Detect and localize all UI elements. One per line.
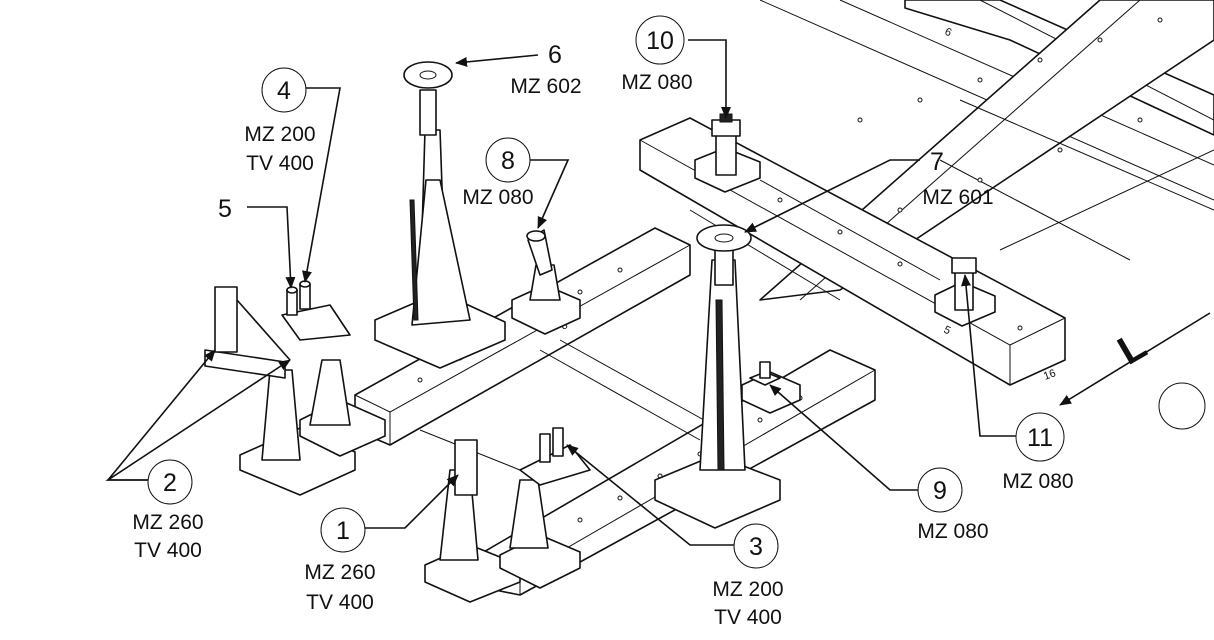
- callout-label: MZ 080: [1002, 470, 1073, 493]
- callout-number: 8: [501, 147, 515, 175]
- callout-9: 9 MZ 080: [917, 467, 989, 543]
- callout-number: 1: [336, 517, 350, 545]
- rail-number-6: 6: [943, 26, 954, 39]
- callout-label: MZ 200: [712, 578, 783, 601]
- callout-label: MZ 080: [462, 186, 533, 209]
- leader-10: [688, 39, 731, 119]
- callout-label: MZ 260: [304, 561, 375, 584]
- callout-1: 1 MZ 260 TV 400: [304, 507, 376, 614]
- direction-letter: L: [1111, 323, 1154, 373]
- leader-2b: [105, 359, 291, 481]
- fixture-4-5-stand: [281, 280, 386, 457]
- rail-number-5: 5: [942, 324, 953, 337]
- callout-label: MZ 080: [917, 520, 988, 543]
- callout-label: TV 400: [246, 152, 314, 175]
- callout-8: 8 MZ 080: [462, 137, 534, 209]
- fixture-7-tall-stand: [654, 224, 781, 529]
- callout-number: 7: [930, 148, 944, 176]
- fixture-6-tall-stand: [374, 61, 506, 369]
- leader-3: [566, 444, 735, 546]
- blank-circle: [1158, 382, 1206, 430]
- callout-7: 7 MZ 601: [922, 148, 993, 209]
- callout-number: 2: [163, 469, 177, 497]
- callout-number: 3: [749, 533, 763, 561]
- callout-2: 2 MZ 260 TV 400: [132, 459, 204, 562]
- leader-11: [961, 274, 1016, 437]
- rail-number-16: 16: [1042, 367, 1058, 382]
- callout-label: TV 400: [134, 539, 202, 562]
- rear-cross-rail: [904, 0, 1214, 136]
- callouts: 1 MZ 260 TV 400 2 MZ 260 TV 400 3 MZ 200…: [132, 15, 1074, 629]
- callout-label: MZ 602: [510, 75, 581, 98]
- callout-6: 6 MZ 602: [510, 41, 581, 98]
- bench-frame: 6 8 5 16: [354, 0, 1214, 596]
- callout-label: TV 400: [714, 606, 782, 629]
- callout-3: 3 MZ 200 TV 400: [712, 523, 784, 629]
- callout-11: 11 MZ 080: [1002, 412, 1074, 493]
- leader-2: [106, 349, 216, 481]
- leader-5: [247, 206, 296, 289]
- callout-number: 6: [548, 41, 562, 69]
- callout-10: 10 MZ 080: [621, 15, 693, 94]
- fixture-8-short-stand: [511, 229, 581, 335]
- leader-lines: [105, 39, 1211, 546]
- callout-number: 5: [218, 195, 232, 223]
- callout-label: MZ 080: [621, 71, 692, 94]
- callout-label: MZ 260: [132, 511, 203, 534]
- callout-number: 10: [646, 27, 674, 55]
- fixture-1-clamp-stand: [424, 439, 521, 603]
- callout-label: MZ 200: [244, 123, 315, 146]
- callout-5: 5: [218, 195, 232, 223]
- leader-1: [365, 474, 459, 529]
- callout-4: 4 MZ 200 TV 400: [244, 67, 316, 175]
- leader-6: [455, 54, 539, 67]
- leader-7: [744, 159, 920, 233]
- direction-arrow: [1059, 312, 1211, 406]
- callout-label: TV 400: [306, 591, 374, 614]
- callout-number: 4: [277, 77, 291, 105]
- leader-9: [769, 384, 918, 491]
- callout-number: 11: [1027, 424, 1053, 452]
- callout-label: MZ 601: [922, 186, 993, 209]
- callout-number: 9: [933, 477, 947, 505]
- leader-8: [530, 159, 570, 229]
- leader-4: [302, 87, 341, 283]
